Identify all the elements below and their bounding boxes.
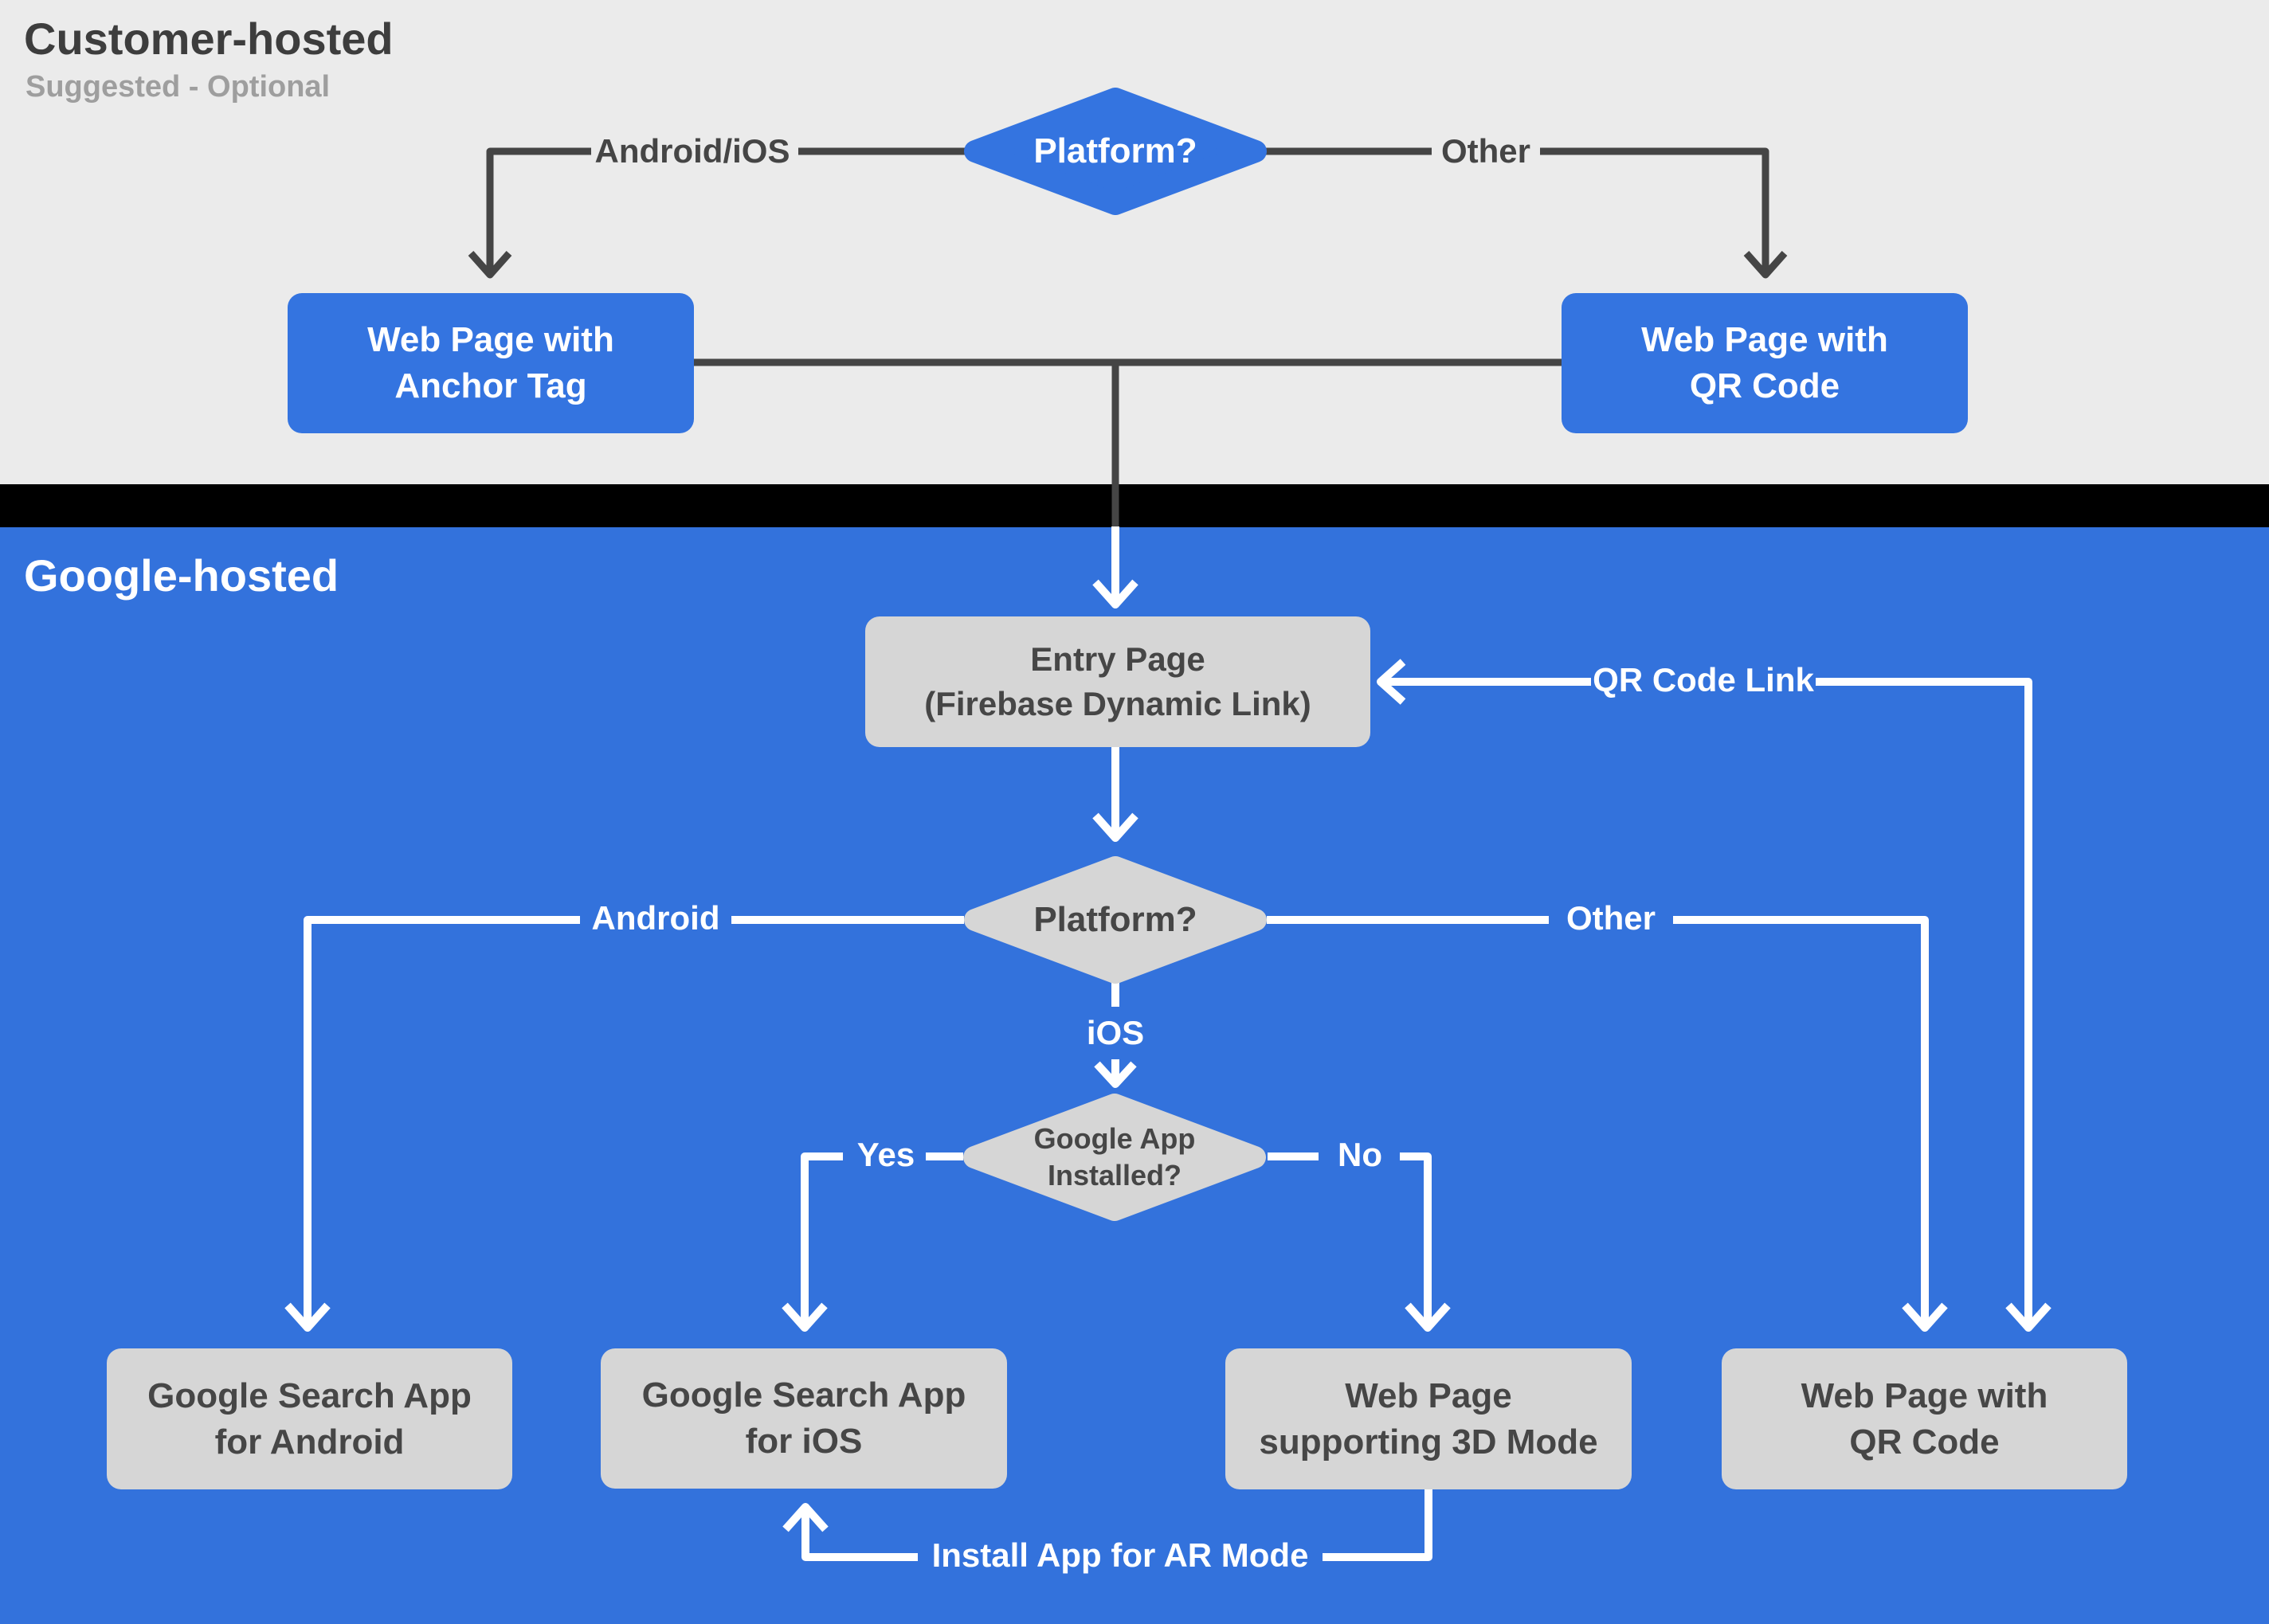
section-divider-bar xyxy=(0,484,2269,527)
edge-label-ios: iOS xyxy=(1086,1014,1145,1051)
node-google-search-app-ios: Google Search App for iOS xyxy=(601,1348,1007,1489)
edge-label-android-ios: Android/iOS xyxy=(594,132,790,170)
node-web-page-qr-code-top: Web Page with QR Code xyxy=(1562,293,1968,433)
node-google-app-installed-decision: Google App Installed? xyxy=(963,1094,1266,1221)
node-label: Google App Installed? xyxy=(1033,1122,1196,1192)
edge-label-other-top: Other xyxy=(1440,132,1531,170)
node-google-search-app-android: Google Search App for Android xyxy=(107,1348,512,1489)
node-platform-decision-mid: Platform? xyxy=(964,856,1267,984)
diamond-shape xyxy=(964,88,1267,215)
node-label: Web Page with QR Code xyxy=(1801,1376,2048,1462)
node-label: Web Page supporting 3D Mode xyxy=(1259,1376,1598,1462)
node-web-page-qr-code-bottom: Web Page with QR Code xyxy=(1722,1348,2127,1489)
node-label: Web Page with Anchor Tag xyxy=(367,320,614,405)
customer-hosted-subtitle: Suggested - Optional xyxy=(25,70,331,104)
edge-label-install-ar: Install App for AR Mode xyxy=(931,1536,1309,1574)
google-hosted-title: Google-hosted xyxy=(24,550,339,601)
node-label: Entry Page (Firebase Dynamic Link) xyxy=(924,640,1311,722)
edge-label-yes: Yes xyxy=(856,1136,915,1173)
node-label: Web Page with QR Code xyxy=(1641,320,1888,405)
customer-hosted-title: Customer-hosted xyxy=(24,14,394,64)
node-platform-decision-top: Platform? xyxy=(964,88,1267,215)
diamond-shape xyxy=(963,1094,1266,1221)
node-web-page-anchor-tag: Web Page with Anchor Tag xyxy=(288,293,694,433)
edge-label-qr-code-link: QR Code Link xyxy=(1593,661,1814,699)
edge-label-android: Android xyxy=(591,899,720,937)
node-label: Platform? xyxy=(1033,900,1197,939)
edge-label-other-bottom: Other xyxy=(1566,899,1656,937)
node-label: Platform? xyxy=(1033,131,1197,170)
diamond-shape xyxy=(964,856,1267,984)
node-entry-page: Entry Page (Firebase Dynamic Link) xyxy=(865,616,1370,747)
edge-label-no: No xyxy=(1338,1136,1382,1173)
node-label: Google Search App for Android xyxy=(147,1376,472,1462)
node-label: Google Search App for iOS xyxy=(641,1376,966,1461)
node-web-page-3d-mode: Web Page supporting 3D Mode xyxy=(1225,1348,1632,1489)
